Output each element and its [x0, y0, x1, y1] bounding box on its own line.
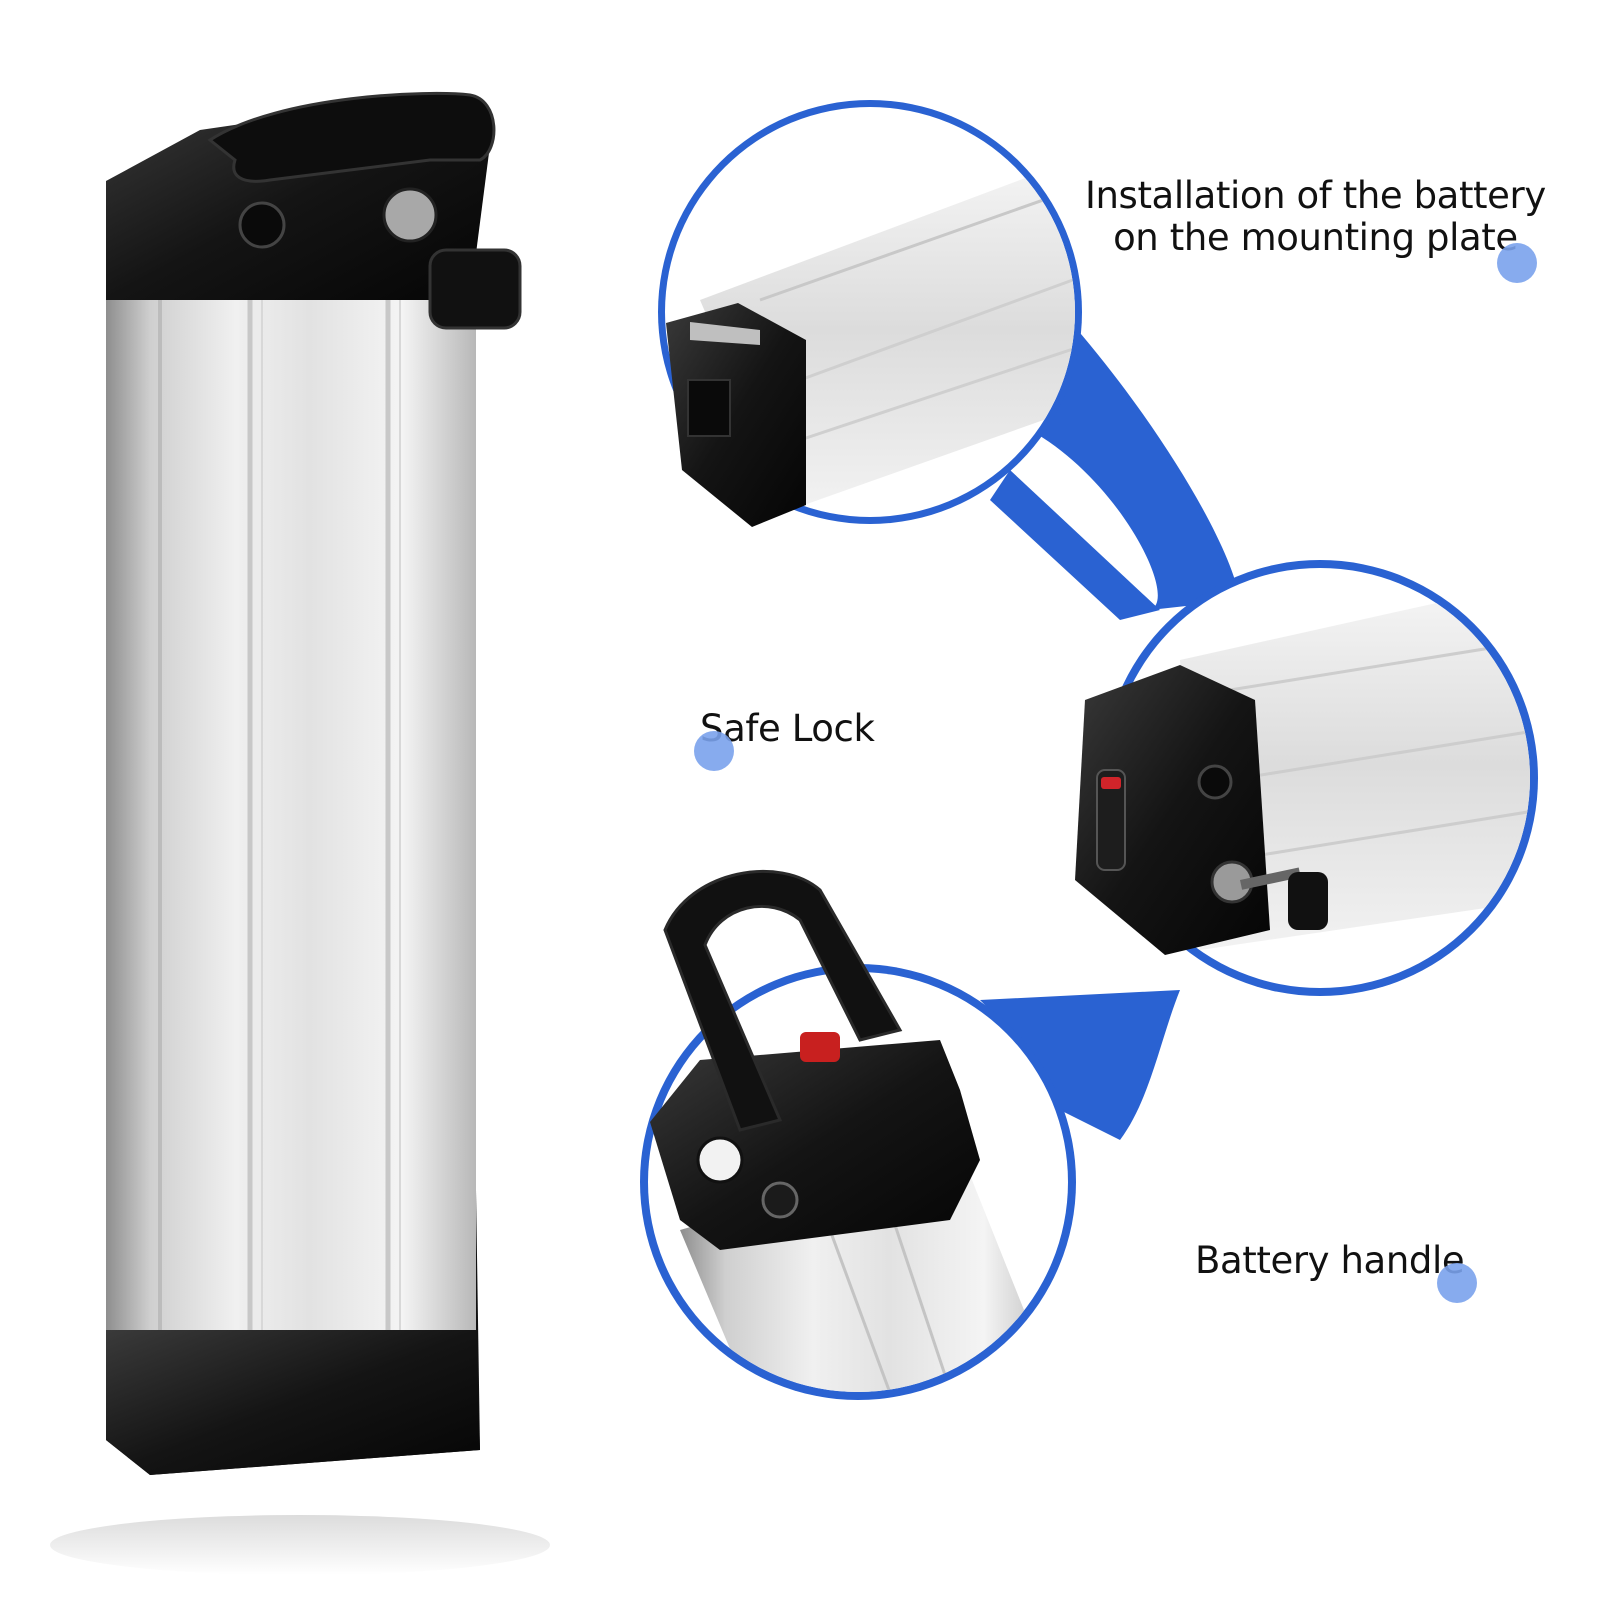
battery-pack-image	[50, 91, 550, 1575]
connector-band	[980, 310, 1240, 1140]
handle-icon	[663, 869, 903, 1132]
callout-installation-line1: Installation of the battery	[1085, 174, 1546, 217]
callout-battery-handle: Battery handle	[1195, 1239, 1465, 1282]
detail-circle-installation	[658, 100, 1082, 527]
led-indicator-icon	[1096, 769, 1126, 871]
callout-dot-safe-lock	[694, 731, 734, 771]
callout-installation: Installation of the battery on the mount…	[1085, 175, 1546, 259]
callout-dot-installation	[1497, 243, 1537, 283]
callout-installation-line2: on the mounting plate	[1113, 216, 1518, 259]
key-icon	[1239, 867, 1328, 930]
callout-dot-handle	[1437, 1263, 1477, 1303]
detail-circle-handle	[640, 869, 1076, 1400]
detail-circle-safe-lock	[1075, 560, 1538, 996]
charging-port-icon	[761, 1181, 799, 1219]
